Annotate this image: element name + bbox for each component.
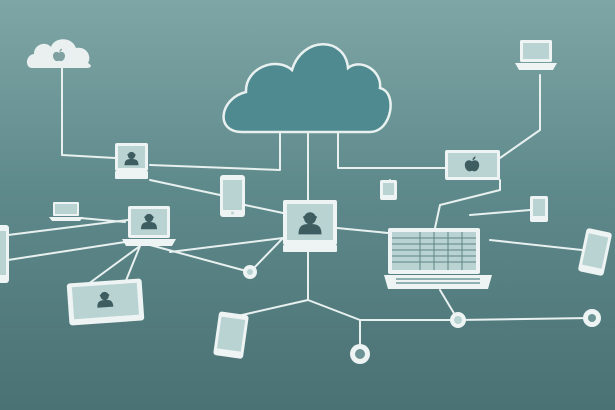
main-cloud-icon	[222, 43, 392, 134]
phone-icon	[380, 180, 397, 200]
avatar-laptop-icon	[122, 206, 176, 246]
monitor-icon	[115, 143, 148, 179]
tablet-icon	[220, 175, 245, 217]
small-laptop-icon	[49, 202, 83, 221]
tilted-phone-icon	[578, 228, 612, 276]
small-tablet-icon	[530, 196, 548, 222]
network-hub-icon	[583, 309, 601, 327]
connection-lines	[7, 67, 591, 353]
center-monitor-icon	[283, 200, 337, 252]
network-hub-icon	[243, 265, 257, 279]
network-hub-icon	[450, 312, 466, 328]
avatar-tablet-icon	[66, 278, 145, 326]
apple-monitor-icon	[445, 150, 500, 180]
bottom-phone-icon	[213, 311, 249, 359]
laptop-icon	[515, 40, 557, 70]
network-hub-icon	[350, 344, 370, 364]
edge-tablet-icon	[0, 225, 9, 283]
small-cloud-icon	[26, 39, 91, 68]
spreadsheet-laptop-icon	[384, 228, 492, 289]
